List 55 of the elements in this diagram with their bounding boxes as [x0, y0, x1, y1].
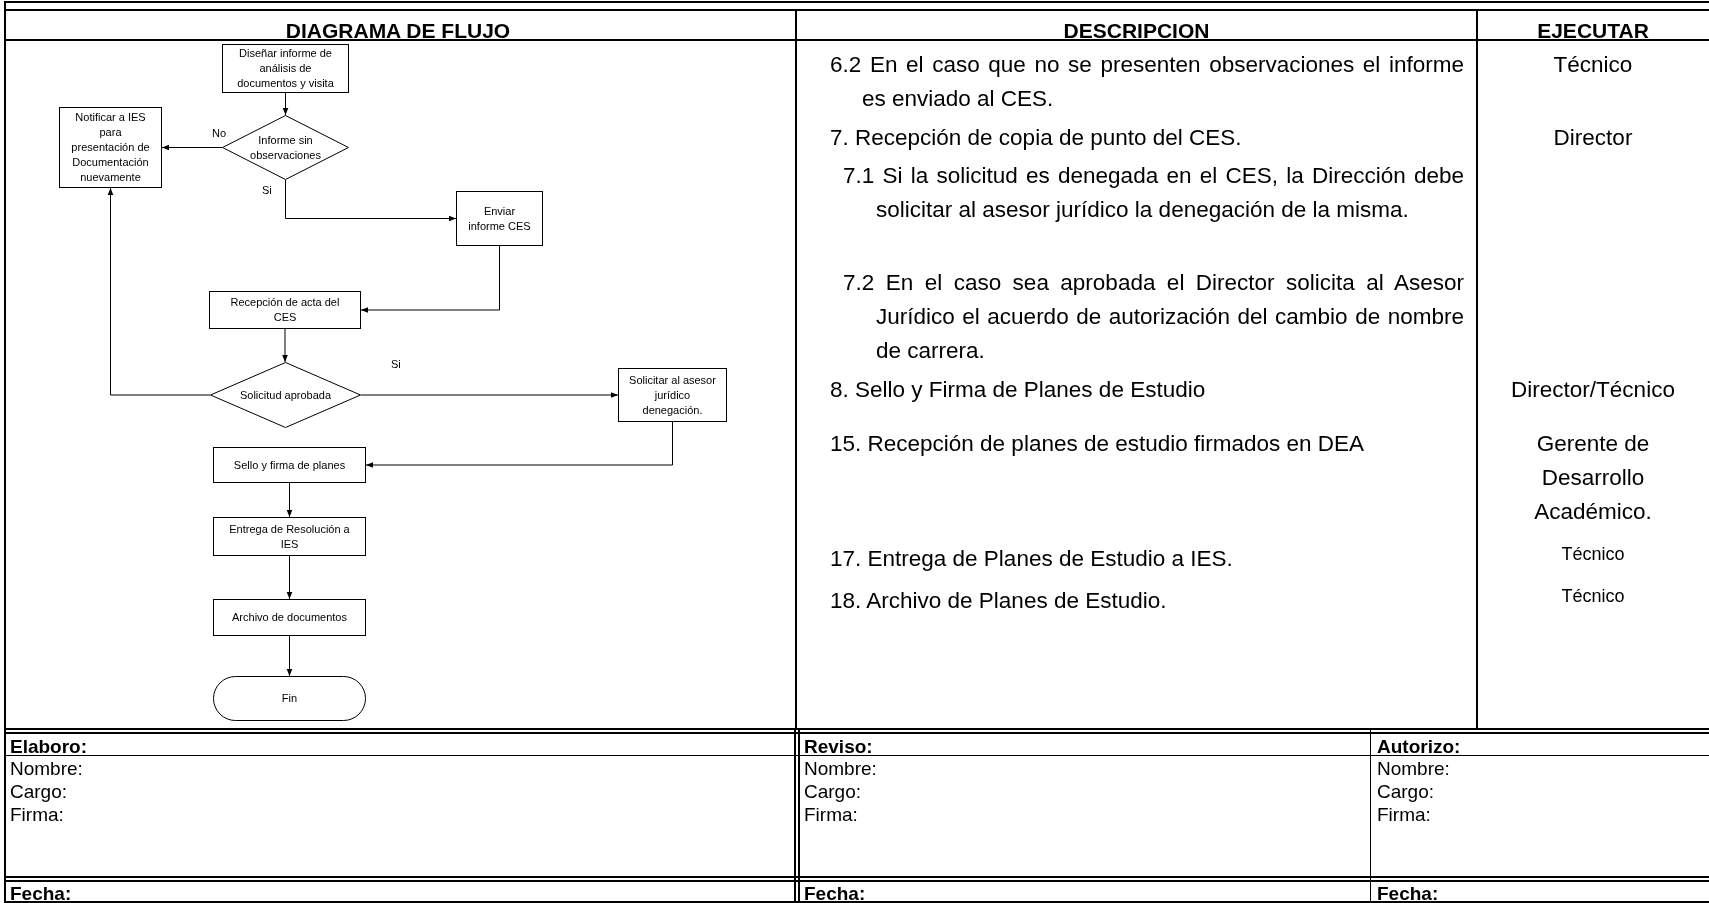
- field-label: Cargo:: [1377, 780, 1436, 803]
- arrow: [282, 92, 289, 116]
- column-header: DESCRIPCION: [1062, 18, 1211, 44]
- field-label: Cargo:: [804, 780, 863, 803]
- field-label: Reviso:: [804, 735, 874, 758]
- executor-text: Técnico: [1560, 543, 1626, 566]
- executor-text: Técnico: [1552, 51, 1634, 79]
- description-text: 6.2 En el caso que no se presenten observaciones el informe es enviado al CES.: [830, 51, 1464, 113]
- field-label: Nombre:: [10, 757, 84, 780]
- field-label: Nombre:: [804, 757, 878, 780]
- field-label: Firma:: [10, 803, 65, 826]
- process-box: Enviar informe CES: [456, 191, 543, 246]
- field-label: Cargo:: [10, 780, 69, 803]
- description-text: 8. Sello y Firma de Planes de Estudio: [830, 376, 1207, 404]
- field-label: Fecha:: [804, 882, 867, 903]
- process-box: Solicitar al asesor jurídico denegación.: [618, 368, 727, 422]
- edge-label: Si: [262, 184, 272, 196]
- arrow: [365, 421, 673, 468]
- description-text: 7.2 En el caso sea aprobada el Director solicita al Asesor Jurídico el acuerdo de autorización del cambio de nombre de carrera.: [843, 269, 1464, 365]
- arrow: [360, 392, 619, 398]
- arrow: [107, 187, 211, 396]
- arrow: [285, 179, 457, 222]
- column-header: EJECUTAR: [1536, 18, 1650, 44]
- field-label: Fecha:: [1377, 882, 1440, 903]
- arrow: [161, 144, 223, 151]
- field-label: Nombre:: [1377, 757, 1451, 780]
- description-text: 17. Entrega de Planes de Estudio a IES.: [830, 545, 1234, 573]
- description-text: 7.1 Si la solicitud es denegada en el CES, la Dirección debe solicitar al asesor jurídico la denegación de la misma.: [843, 162, 1464, 224]
- terminal-box: Fin: [213, 676, 366, 721]
- process-box: Recepción de acta del CES: [209, 291, 361, 329]
- executor-text: Gerente de Desarrollo Académico.: [1533, 430, 1653, 526]
- field-label: Firma:: [1377, 803, 1432, 826]
- arrow: [286, 635, 293, 677]
- arrow: [286, 555, 293, 600]
- process-box: Diseñar informe de análisis de documentos y visita: [222, 44, 349, 93]
- arrow: [360, 245, 500, 313]
- process-box: Archivo de documentos: [213, 599, 366, 636]
- executor-text: Director/Técnico: [1510, 376, 1676, 404]
- arrow: [286, 482, 293, 518]
- arrow: [282, 328, 288, 363]
- column-header: DIAGRAMA DE FLUJO: [284, 18, 512, 44]
- field-label: Autorizo:: [1377, 735, 1462, 758]
- description-text: 18. Archivo de Planes de Estudio.: [830, 587, 1168, 615]
- process-box: Sello y firma de planes: [213, 447, 366, 483]
- description-text: 7. Recepción de copia de punto del CES.: [830, 124, 1243, 152]
- process-box: Notificar a IES para presentación de Documentación nuevamente: [59, 107, 162, 188]
- executor-text: Director: [1552, 124, 1634, 152]
- field-label: Fecha:: [10, 882, 73, 903]
- field-label: Firma:: [804, 803, 859, 826]
- decision-diamond: Solicitud aprobada: [210, 362, 361, 428]
- process-box: Entrega de Resolución a IES: [213, 517, 366, 556]
- description-text: 15. Recepción de planes de estudio firmados en DEA: [830, 430, 1366, 458]
- executor-text: Técnico: [1560, 585, 1626, 608]
- edge-label: Si: [391, 358, 401, 370]
- field-label: Elaboro:: [10, 735, 89, 758]
